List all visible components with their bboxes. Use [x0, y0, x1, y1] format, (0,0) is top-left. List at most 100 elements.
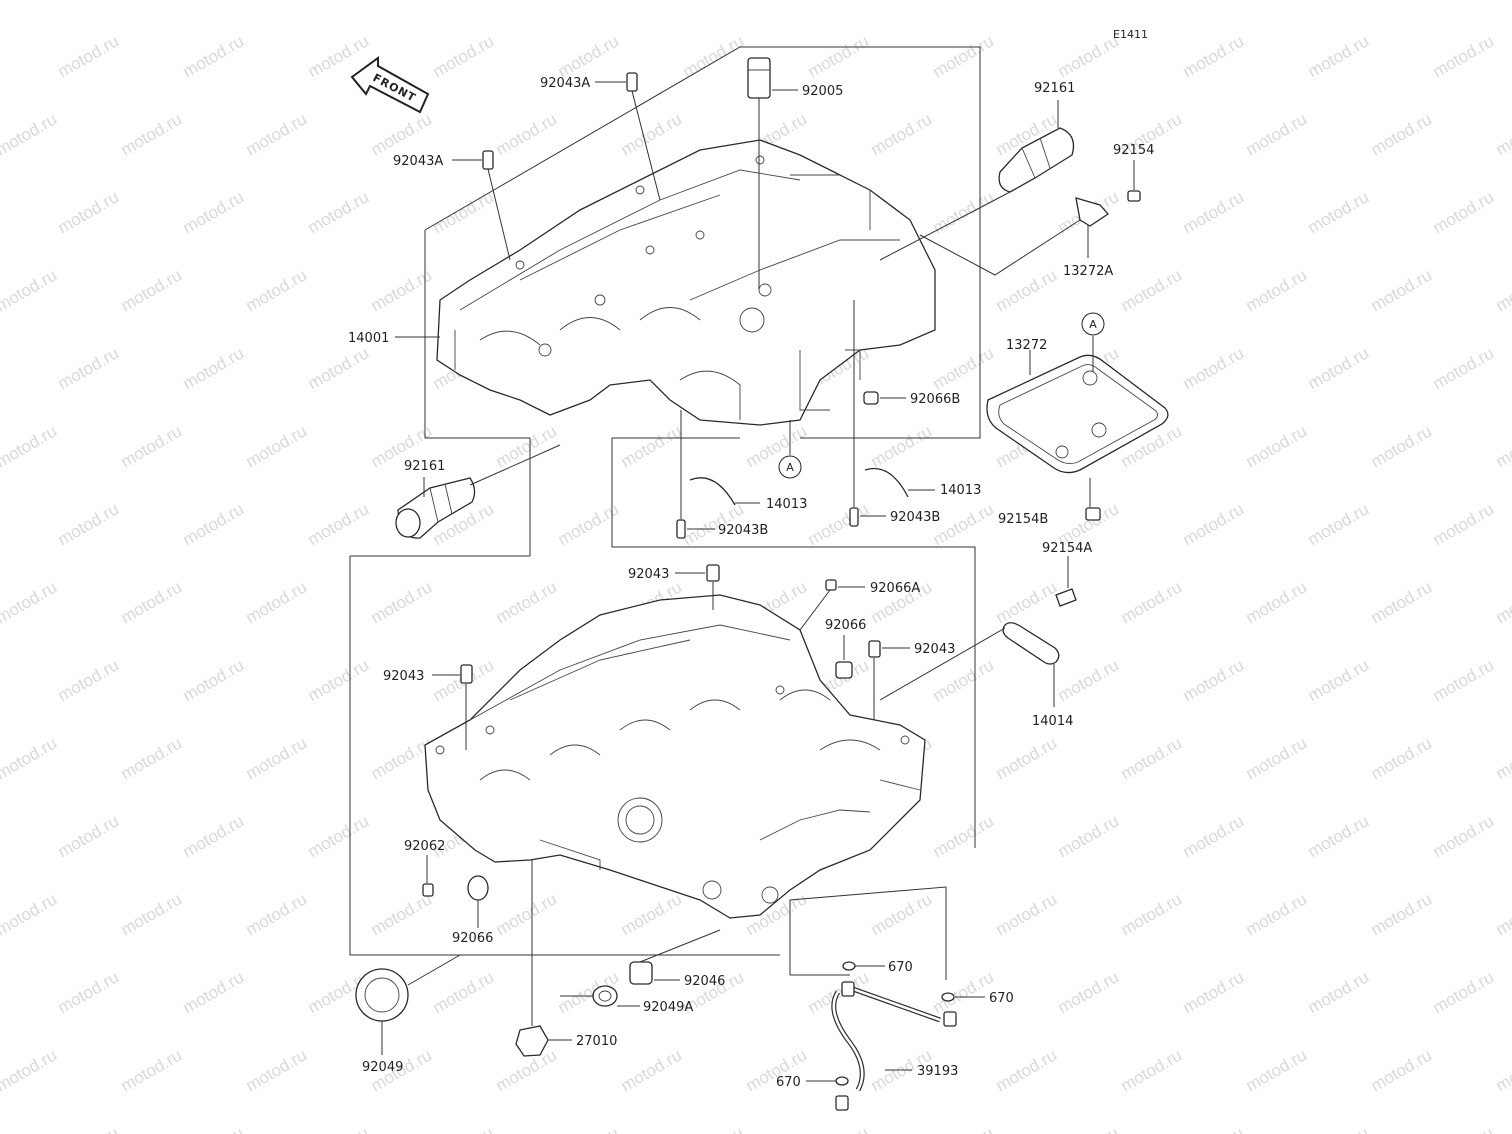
- watermark-text: motod.ru: [1305, 343, 1373, 393]
- part-label-13272: 13272: [1006, 338, 1047, 353]
- watermark-text: motod.ru: [493, 577, 561, 627]
- watermark-text: motod.ru: [1493, 109, 1512, 159]
- part-label-92161-top: 92161: [1034, 81, 1075, 96]
- watermark-text: motod.ru: [1180, 655, 1248, 705]
- ref-marker-a-2-label: A: [1089, 318, 1097, 331]
- watermark-text: motod.ru: [930, 967, 998, 1017]
- leader-lines: [381, 81, 1135, 1082]
- watermark-text: motod.ru: [1118, 265, 1186, 315]
- watermark-text: motod.ru: [1430, 31, 1498, 81]
- watermark-text: motod.ru: [1180, 967, 1248, 1017]
- part-label-92043A-2: 92043A: [393, 154, 443, 169]
- part-label-92043B-1: 92043B: [718, 523, 768, 538]
- watermark-text: motod.ru: [868, 0, 936, 3]
- watermark-text: motod.ru: [1493, 889, 1512, 939]
- watermark-text: motod.ru: [1243, 109, 1311, 159]
- watermark-text: motod.ru: [930, 31, 998, 81]
- cover-gasket-13272: [986, 354, 1169, 474]
- watermark-text: motod.ru: [55, 187, 123, 237]
- watermark-text: motod.ru: [1180, 499, 1248, 549]
- watermark-text: motod.ru: [993, 1045, 1061, 1095]
- watermark-text: motod.ru: [305, 811, 373, 861]
- watermark-text: motod.ru: [55, 1123, 123, 1134]
- watermark-text: motod.ru: [493, 109, 561, 159]
- watermark-text: motod.ru: [1243, 733, 1311, 783]
- watermark-text: motod.ru: [1118, 733, 1186, 783]
- watermark-text: motod.ru: [305, 1123, 373, 1134]
- watermark-text: motod.ru: [1430, 499, 1498, 549]
- watermark-text: motod.ru: [368, 577, 436, 627]
- watermark-text: motod.ru: [743, 0, 811, 3]
- part-label-92043A-1: 92043A: [540, 76, 590, 91]
- watermark-text: motod.ru: [1055, 967, 1123, 1017]
- watermark-text: motod.ru: [493, 0, 561, 3]
- part-labels: 92043A 92043A 92005 92161 92154 13272A 1…: [348, 76, 1154, 1090]
- small-parts: [355, 57, 1141, 1086]
- watermark-text: motod.ru: [1493, 265, 1512, 315]
- watermark-text: motod.ru: [493, 421, 561, 471]
- watermark-text: motod.ru: [1180, 187, 1248, 237]
- cover-plate-13272A: [1075, 197, 1109, 227]
- part-label-92161-left: 92161: [404, 459, 445, 474]
- watermark-text: motod.ru: [680, 1123, 748, 1134]
- watermark-text: motod.ru: [243, 109, 311, 159]
- watermark-text: motod.ru: [618, 1045, 686, 1095]
- watermark-text: motod.ru: [368, 733, 436, 783]
- watermark-text: motod.ru: [993, 265, 1061, 315]
- watermark-text: motod.ru: [1118, 577, 1186, 627]
- watermark-text: motod.ru: [1243, 0, 1311, 3]
- watermark-text: motod.ru: [305, 499, 373, 549]
- part-label-92066-right: 92066: [825, 618, 866, 633]
- watermark-text: motod.ru: [1305, 31, 1373, 81]
- watermark-text: motod.ru: [868, 421, 936, 471]
- watermark-text: motod.ru: [243, 421, 311, 471]
- watermark-text: motod.ru: [1430, 187, 1498, 237]
- watermark-text: motod.ru: [243, 889, 311, 939]
- lower-crankcase: [424, 594, 926, 919]
- part-label-92005: 92005: [802, 84, 843, 99]
- watermark-text: motod.ru: [430, 31, 498, 81]
- watermark-text: motod.ru: [868, 109, 936, 159]
- watermark-text: motod.ru: [618, 109, 686, 159]
- ref-marker-a-1-label: A: [786, 461, 794, 474]
- watermark-text: motod.ru: [430, 1123, 498, 1134]
- watermark-text: motod.ru: [1430, 1123, 1498, 1134]
- watermark-text: motod.ru: [805, 31, 873, 81]
- watermark-text: motod.ru: [180, 187, 248, 237]
- part-label-13272A: 13272A: [1063, 264, 1113, 279]
- watermark-text: motod.ru: [180, 967, 248, 1017]
- watermark-text: motod.ru: [1118, 889, 1186, 939]
- part-label-670-1: 670: [888, 960, 913, 975]
- watermark-text: motod.ru: [1243, 577, 1311, 627]
- watermark-text: motod.ru: [1305, 499, 1373, 549]
- watermark-text: motod.ru: [0, 0, 60, 3]
- watermark-text: motod.ru: [555, 31, 623, 81]
- part-label-92062: 92062: [404, 839, 445, 854]
- part-label-92066A: 92066A: [870, 581, 920, 596]
- watermark-text: motod.ru: [118, 0, 186, 3]
- watermark-text: motod.ru: [1305, 1123, 1373, 1134]
- watermark-text: motod.ru: [618, 421, 686, 471]
- watermark-text: motod.ru: [680, 31, 748, 81]
- watermark-text: motod.ru: [430, 187, 498, 237]
- watermark-text: motod.ru: [55, 967, 123, 1017]
- watermark-text: motod.ru: [368, 889, 436, 939]
- watermark-text: motod.ru: [993, 889, 1061, 939]
- part-label-14001: 14001: [348, 331, 389, 346]
- watermark-text: motod.ru: [1180, 31, 1248, 81]
- part-label-92043B-2: 92043B: [890, 510, 940, 525]
- watermark-text: motod.ru: [0, 109, 60, 159]
- watermark-text: motod.ru: [1493, 577, 1512, 627]
- watermark-text: motod.ru: [0, 577, 60, 627]
- diagram-code: E1411: [1113, 28, 1148, 41]
- watermark-text: motod.ru: [0, 733, 60, 783]
- part-label-27010: 27010: [576, 1034, 617, 1049]
- front-arrow-icon: FRONT: [350, 56, 430, 114]
- reference-markers: A A: [778, 312, 1105, 479]
- watermark-text: motod.ru: [118, 109, 186, 159]
- watermark-text: motod.ru: [55, 655, 123, 705]
- watermark-text: motod.ru: [1368, 889, 1436, 939]
- watermark-text: motod.ru: [1493, 0, 1512, 3]
- watermark-text: motod.ru: [180, 811, 248, 861]
